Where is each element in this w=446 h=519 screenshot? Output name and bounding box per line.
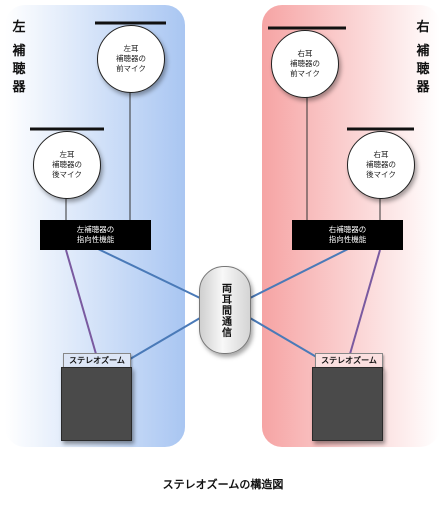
left-side-label: 左 補聴器 (11, 19, 27, 97)
side-label-char: 器 (416, 80, 430, 95)
right-directional-box: 右補聴器の 指向性機能 (292, 220, 403, 250)
side-label-char: 器 (12, 80, 26, 95)
left-front-mic: 左耳 補聴器の 前マイク (97, 25, 165, 93)
right-side-char-1: 右 (416, 20, 430, 35)
left-stereo-zoom-device (61, 367, 132, 441)
right-front-mic: 右耳 補聴器の 前マイク (271, 30, 339, 98)
left-dir-to-binaural-link (95, 247, 201, 299)
left-rear-mic: 左耳 補聴器の 後マイク (33, 131, 101, 199)
diagram-caption: ステレオズームの構造図 (162, 478, 284, 491)
side-label-char: 補 (12, 44, 26, 59)
right-dir-to-zoom-link (349, 249, 381, 355)
binaural-communication: 両耳間通信 (199, 266, 251, 354)
right-dir-to-binaural-link (249, 247, 351, 299)
left-dir-to-zoom-link (65, 249, 97, 355)
binaural-label: 両耳間通信 (219, 282, 231, 338)
left-zoom-to-binaural-link (124, 317, 201, 363)
right-side-label: 右 補聴器 (415, 19, 431, 97)
side-label-char: 聴 (12, 62, 26, 77)
right-zoom-to-binaural-link (249, 317, 326, 363)
right-stereo-zoom-device (312, 367, 383, 441)
side-label-char: 補 (416, 44, 430, 59)
right-rear-mic: 右耳 補聴器の 後マイク (347, 131, 415, 199)
left-side-char-1: 左 (12, 20, 26, 35)
left-side-char-2: 補聴器 (11, 43, 27, 97)
side-label-char: 聴 (416, 62, 430, 77)
left-directional-box: 左補聴器の 指向性機能 (40, 220, 151, 250)
right-side-char-2: 補聴器 (415, 43, 431, 97)
